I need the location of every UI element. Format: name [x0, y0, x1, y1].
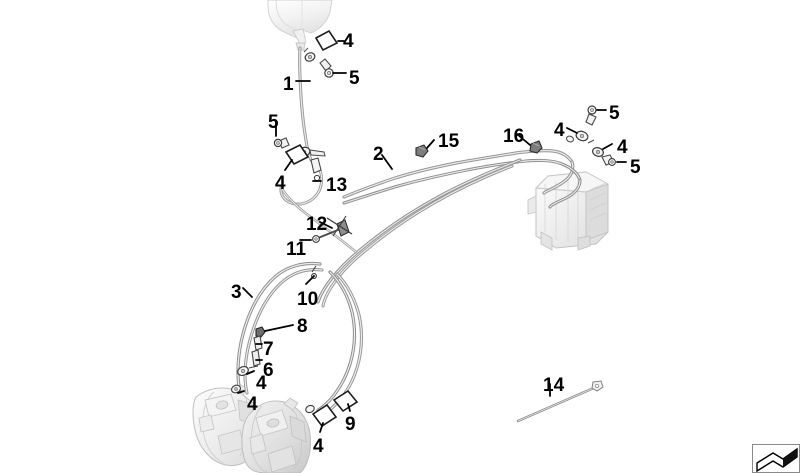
- callout-12: 12: [306, 214, 328, 235]
- grommet-15: [415, 144, 429, 158]
- clamp-bracket-4-caliper-left-2: [230, 384, 242, 394]
- leader-8: [264, 324, 294, 332]
- leader-10: [305, 275, 315, 285]
- callout-4-top: 4: [343, 31, 354, 52]
- leader-4e: [246, 370, 255, 375]
- leader-lines: [237, 40, 627, 433]
- clamp-bracket-9: [332, 389, 359, 413]
- callout-5-right-upper: 5: [609, 103, 620, 124]
- callout-2: 2: [373, 144, 384, 165]
- callout-5-right-lower: 5: [630, 157, 641, 178]
- brake-pipe-13-loop: [279, 162, 324, 206]
- cable-tie-14: [516, 380, 604, 423]
- brake-pipe-main-sweep: [316, 158, 522, 304]
- brake-pipe-main-sweep-b: [321, 164, 514, 308]
- callout-5-left: 5: [268, 112, 279, 133]
- leader-2: [381, 154, 393, 170]
- grommet-16: [529, 140, 543, 154]
- banjo-bolt-5-right-upper: [585, 105, 597, 126]
- callout-4-left: 4: [275, 173, 286, 194]
- leader-4c: [566, 127, 578, 134]
- clamp-bracket-4-top: [303, 47, 316, 62]
- callout-4-front-caliper: 4: [313, 436, 324, 457]
- callout-4-right-lower: 4: [617, 137, 628, 158]
- leader-4d: [602, 143, 613, 150]
- callout-4-caliper-left-2: 4: [247, 394, 258, 415]
- callout-14: 14: [543, 375, 565, 396]
- callout-7: 7: [263, 339, 274, 360]
- clamp-bracket-4-front-caliper: [305, 403, 338, 428]
- callout-8: 8: [297, 316, 308, 337]
- brake-pipe-2b: [342, 158, 582, 209]
- clamp-bracket-4-right-upper: [565, 130, 589, 143]
- callout-5-top: 5: [349, 68, 360, 89]
- brake-pipe-2: [342, 149, 575, 199]
- leader-12: [319, 221, 333, 229]
- fitting-6: [251, 349, 261, 367]
- callout-6: 6: [263, 360, 274, 381]
- fitting-13: [310, 157, 322, 182]
- callout-1: 1: [283, 74, 294, 95]
- leader-4b: [284, 159, 293, 171]
- leader-3: [242, 287, 253, 298]
- leader-4f: [237, 390, 245, 394]
- watermark-logo: [752, 444, 800, 473]
- bolt-11: [312, 229, 339, 243]
- clamp-bracket-4-right-lower: [587, 139, 604, 157]
- leader-4g: [319, 422, 324, 433]
- clamp-bracket-4-top-outline: [314, 29, 339, 52]
- leader-9: [347, 403, 351, 412]
- brake-pipe-to-front-caliper: [316, 270, 363, 416]
- watermark-logo-glyph: [756, 447, 798, 472]
- callout-15: 15: [438, 131, 460, 152]
- clamp-bracket-4-caliper-left: [237, 365, 259, 377]
- callout-4-right-upper: 4: [554, 120, 565, 141]
- callout-13: 13: [326, 175, 348, 196]
- brake-caliper-right: [241, 397, 311, 473]
- fitting-7: [253, 335, 263, 351]
- banjo-bolt-5-top: [319, 58, 334, 78]
- banjo-bolt-5-left: [273, 137, 290, 149]
- brake-pipe-lower-loop: [280, 187, 358, 254]
- brake-pipe-1: [298, 46, 316, 165]
- clip-8: [255, 326, 266, 338]
- callout-16: 16: [503, 126, 525, 147]
- callout-3: 3: [231, 282, 242, 303]
- leader-16: [516, 133, 531, 146]
- callout-9: 9: [345, 414, 356, 435]
- abs-hydraulic-unit: [527, 171, 610, 251]
- leader-15: [426, 139, 435, 149]
- callout-10: 10: [297, 289, 319, 310]
- brake-pipe-3: [236, 261, 322, 394]
- brake-fluid-reservoir: [267, 0, 333, 51]
- bracket-12: [326, 215, 353, 237]
- callout-11: 11: [286, 239, 307, 260]
- banjo-bolt-5-right-lower: [601, 154, 616, 166]
- callout-4-caliper-left: 4: [256, 373, 267, 394]
- brake-pipe-3b: [243, 268, 324, 395]
